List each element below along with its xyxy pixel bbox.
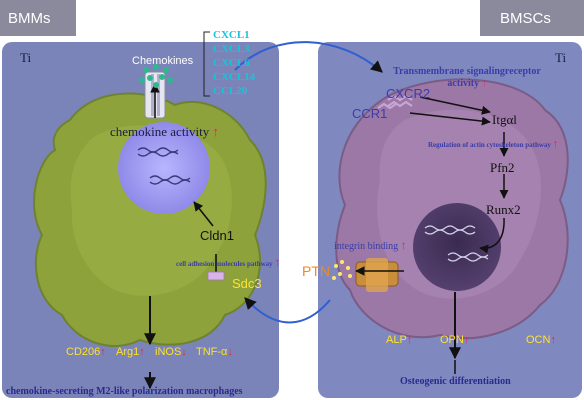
marker-ocn: OCN↑ [526, 334, 556, 346]
ti-right-label: Ti [555, 50, 567, 65]
up-arrow-icon: ↑ [400, 238, 407, 252]
chemokine-item: CXCL6 [213, 57, 250, 69]
up-arrow-icon: ↑ [139, 346, 145, 358]
marker-inos: iNOS↓ [155, 346, 187, 358]
up-arrow-icon: ↑ [552, 138, 559, 150]
marker-alp-text: ALP [386, 334, 407, 346]
integrin-binding-text: integrin binding [334, 241, 399, 252]
tab-bmscs-bg [480, 0, 584, 36]
marker-arg1: Arg1↑ [116, 346, 145, 358]
ptn-label: PTN [302, 263, 330, 279]
up-arrow-icon: ↑ [100, 346, 106, 358]
chemokine-item: CXCL3 [213, 43, 250, 55]
up-arrow-icon: ↑ [212, 124, 220, 139]
ptn-to-bmm-curve [244, 297, 331, 324]
bmscs-title: BMSCs [500, 9, 551, 27]
bmm-bottom-caption: chemokine-secreting M2-like polarization… [6, 386, 243, 397]
pfn2-label: Pfn2 [490, 160, 515, 175]
up-arrow-icon: ↑ [274, 255, 281, 269]
ccr1-label: CCR1 [352, 106, 388, 121]
marker-cd206: CD206↑ [66, 346, 106, 358]
marker-tnf-text: TNF-α [196, 346, 228, 358]
actin-pathway-text: Regulation of actin cytoskeleton pathway [428, 141, 551, 149]
marker-opn: OPN↑ [440, 334, 469, 346]
marker-ocn-text: OCN [526, 334, 551, 346]
chemokine-to-bmsc-curve [234, 41, 383, 73]
chemokine-item: CXCL1 [213, 29, 250, 41]
tab-bmms: BMMs [8, 0, 72, 36]
marker-arg1-text: Arg1 [116, 346, 140, 358]
up-arrow-icon: ↑ [481, 78, 487, 89]
cell-adhesion-pathway-text: cell adhesion molecules pathway [176, 260, 273, 268]
chemokine-activity-label: chemokine activity ↑ [110, 124, 219, 140]
marker-cd206-text: CD206 [66, 346, 101, 358]
bmms-title: BMMs [8, 9, 51, 27]
chemokine-activity-text: chemokine activity [110, 124, 210, 139]
runx2-label: Runx2 [486, 202, 521, 217]
cldn1-label: Cldn1 [200, 228, 234, 243]
transmembrane-text: Transmembrane signalingreceptor activity [393, 66, 541, 89]
chemokine-item: CXCL14 [213, 71, 256, 83]
bmsc-bottom-caption: Osteogenic differentiation [400, 376, 511, 387]
up-arrow-icon: ↑ [406, 334, 413, 346]
integrin-binding-label: integrin binding ↑ [334, 238, 407, 253]
macrophage-nucleus [118, 122, 210, 214]
chemokine-item: CCL20 [213, 85, 248, 97]
marker-inos-text: iNOS [155, 346, 182, 358]
marker-alp: ALP↑ [386, 334, 412, 346]
down-arrow-icon: ↓ [227, 346, 233, 358]
up-arrow-icon: ↑ [550, 334, 556, 346]
tab-bmscs: BMSCs [500, 0, 580, 36]
transmembrane-label: Transmembrane signalingreceptor activity… [392, 66, 542, 90]
sdc3-label: Sdc3 [232, 276, 262, 291]
cxcr2-label: CXCR2 [386, 86, 431, 101]
chemokine-list: CXCL1 CXCL3 CXCL6 CXCL14 CCL20 [213, 28, 255, 98]
itga-label: Itgαl [492, 112, 517, 127]
tab-bmms-bg [0, 0, 76, 36]
marker-opn-text: OPN [440, 334, 464, 346]
chemokines-label: Chemokines [132, 55, 194, 67]
down-arrow-icon: ↓ [181, 346, 187, 358]
cell-adhesion-pathway-label: cell adhesion molecules pathway ↑ [176, 255, 280, 270]
actin-pathway-label: Regulation of actin cytoskeleton pathway… [428, 138, 558, 150]
up-arrow-icon: ↑ [463, 334, 470, 346]
ti-left-label: Ti [20, 50, 32, 65]
bmsc-nucleus [413, 203, 501, 291]
marker-tnf: TNF-α↓ [196, 346, 233, 358]
